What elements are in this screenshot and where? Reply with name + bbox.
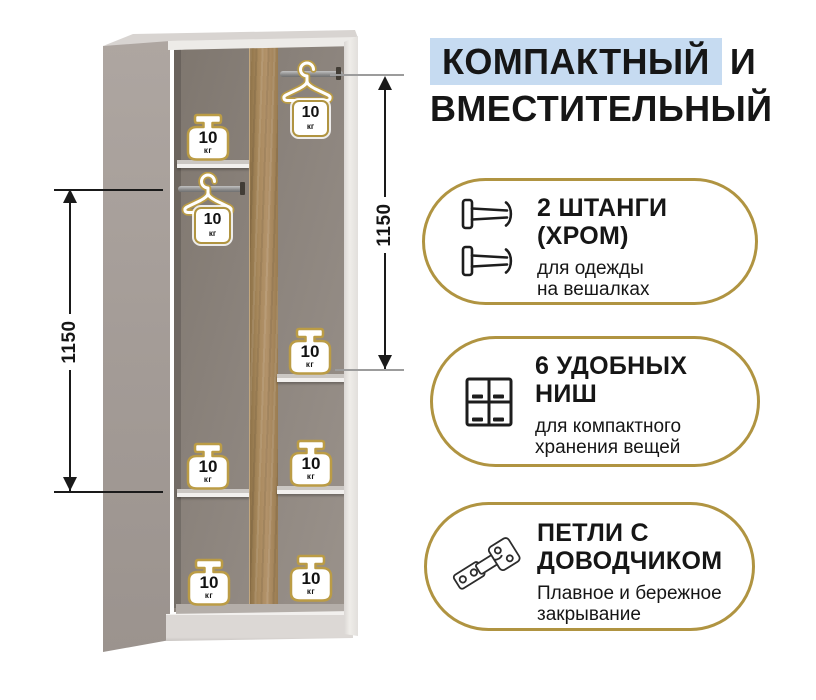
dimension-extension-line	[54, 189, 163, 191]
weight-capacity-badge: 10 кг	[194, 207, 231, 244]
wardrobe-side-panel	[103, 38, 170, 652]
wardrobe-interior-shadow	[174, 48, 181, 608]
wardrobe-front-edge	[168, 37, 358, 50]
shelf	[277, 374, 345, 382]
weight-icon: 10 кг	[186, 113, 230, 161]
title-line-2: ВМЕСТИТЕЛЬНЫЙ	[430, 88, 773, 129]
weight-icon: 10 кг	[186, 442, 230, 490]
rod-bracket	[336, 67, 341, 80]
hanging-rod	[178, 186, 245, 192]
arrow-down-icon	[63, 477, 77, 491]
weight-icon: 10 кг	[289, 554, 333, 602]
arrow-down-icon	[378, 355, 392, 369]
dimension-line	[69, 364, 71, 491]
shelf	[177, 160, 249, 168]
weight-icon: 10 кг	[288, 327, 332, 375]
shelf	[277, 486, 345, 494]
weight-icon: 10 кг	[289, 439, 333, 487]
feature-badge-niches: 6 УДОБНЫХ НИШ для компактного хранения в…	[430, 336, 760, 467]
dimension-extension-line	[335, 369, 404, 371]
arrow-up-icon	[378, 76, 392, 90]
dimension-label-left: 1150	[58, 314, 82, 370]
weight-icon: 10 кг	[187, 558, 231, 606]
dimension-extension-line	[330, 74, 404, 76]
feature-text: 2 ШТАНГИ (ХРОМ) для одежды на вешалках	[537, 194, 668, 300]
shelf-niches-icon	[465, 377, 513, 432]
clothes-rail-icon	[461, 198, 517, 277]
feature-text: 6 УДОБНЫХ НИШ для компактного хранения в…	[535, 352, 688, 458]
dimension-label-right: 1150	[373, 197, 397, 253]
dimension-extension-line	[54, 491, 163, 493]
arrow-up-icon	[63, 189, 77, 203]
wardrobe-wood-divider	[249, 40, 278, 612]
dimension-line	[384, 78, 386, 200]
wardrobe-plinth	[166, 611, 353, 641]
title-highlight: КОМПАКТНЫЙ	[430, 38, 722, 85]
wardrobe-floor	[176, 604, 346, 614]
dimension-line	[69, 191, 71, 320]
feature-badge-rods: 2 ШТАНГИ (ХРОМ) для одежды на вешалках	[422, 178, 758, 305]
hanging-rod	[280, 71, 343, 77]
dimension-line	[384, 250, 386, 369]
wardrobe-right-edge	[344, 36, 358, 636]
weight-capacity-badge: 10 кг	[292, 100, 329, 137]
soft-close-hinge-icon	[449, 533, 527, 610]
shelf	[177, 489, 249, 497]
feature-badge-hinges: ПЕТЛИ С ДОВОДЧИКОМ Плавное и бережное за…	[424, 502, 755, 631]
feature-text: ПЕТЛИ С ДОВОДЧИКОМ Плавное и бережное за…	[537, 519, 723, 625]
rod-bracket	[240, 182, 245, 195]
